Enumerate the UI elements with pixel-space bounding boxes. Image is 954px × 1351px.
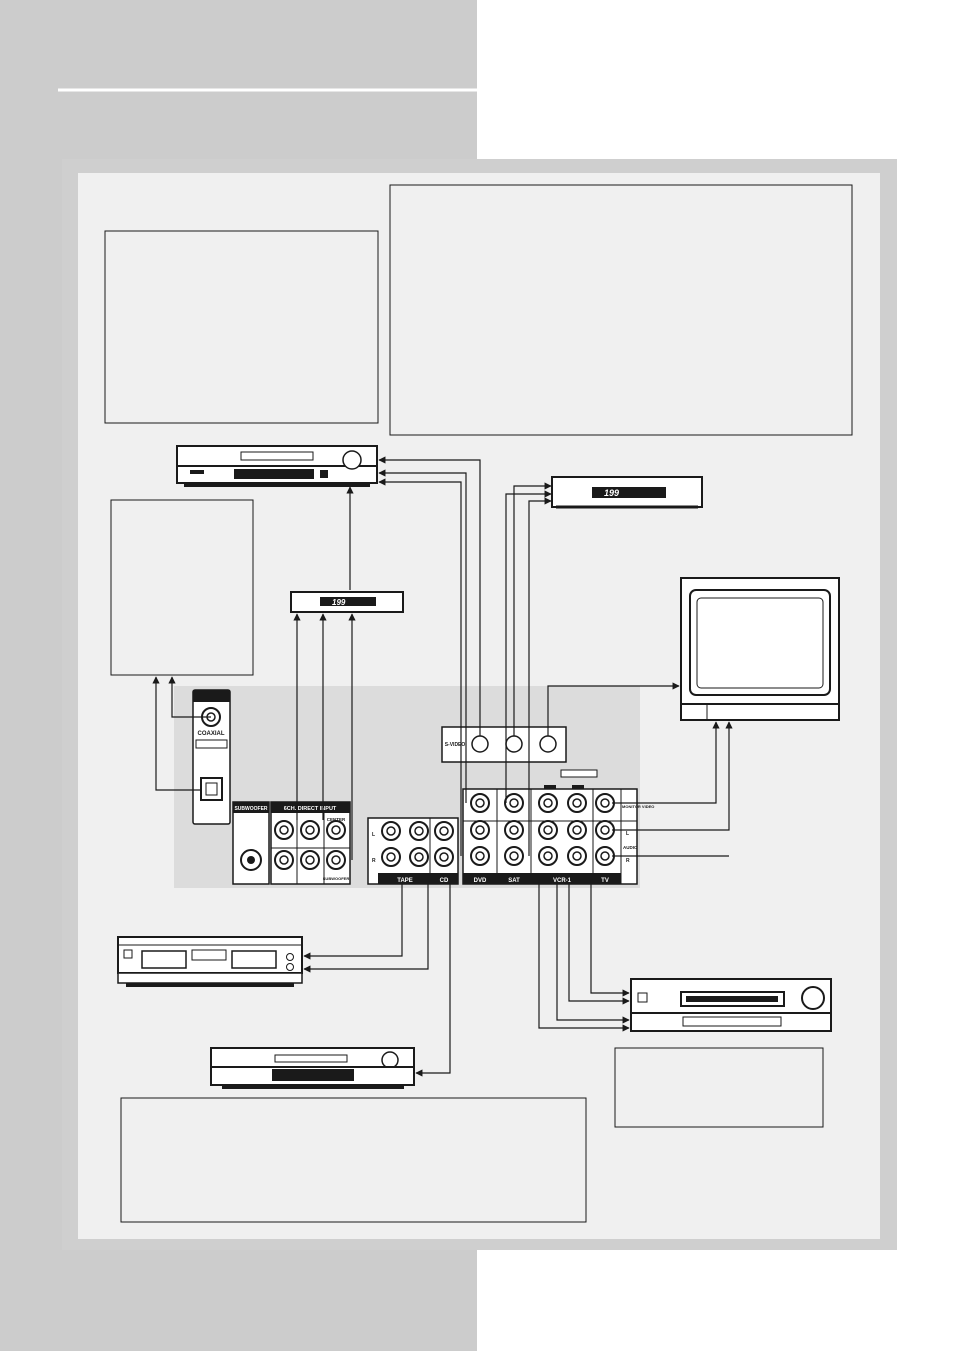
direct-input-header: 6CH. DIRECT INPUT	[284, 806, 337, 812]
direct-center-jack-center	[331, 825, 341, 835]
cassette-deck-icon	[117, 936, 303, 987]
coaxial-label: COAXIAL	[198, 731, 225, 737]
direct-sub-jack-center	[331, 855, 341, 865]
wire-dvd-audio	[378, 478, 462, 856]
tape-out-r-jack-center	[386, 852, 396, 862]
digital-out-block: COAXIAL	[192, 689, 231, 825]
cd-l-jack-center	[439, 826, 449, 836]
caption-box-bottom	[120, 1097, 587, 1223]
audio-r-label: R	[626, 858, 630, 864]
wire-vcr-4	[538, 884, 630, 1032]
wire-optical	[152, 676, 201, 791]
svideo-monitor-jack[interactable]	[539, 735, 557, 753]
tv-r-jack-center	[600, 851, 610, 861]
sat-label: SAT	[508, 878, 520, 884]
vcr-icon	[630, 978, 832, 1032]
caption-box-top-left	[104, 230, 379, 424]
dvd-r-jack-center	[475, 851, 485, 861]
direct-sl-jack-center	[279, 855, 289, 865]
satellite-receiver-mid-icon: 199	[290, 591, 404, 613]
vcr-out-l-jack-center	[543, 825, 553, 835]
svideo-block: S-VIDEO	[441, 726, 598, 778]
audio-label: AUDIO	[623, 845, 638, 850]
wire-vcr-3	[556, 884, 630, 1024]
tv-label: TV	[601, 878, 609, 884]
wire-coaxial	[168, 676, 211, 718]
direct-input-block: 6CH. DIRECT INPUT CENTER SUBWOOFER	[270, 801, 351, 885]
sat-video-jack-center	[509, 798, 519, 808]
tape-out-l-jack-center	[386, 826, 396, 836]
wire-tape-in	[303, 884, 429, 973]
av-inputs-block: DVD SAT VCR-1 TV MONITOR VIDEO AUDIO L R	[462, 785, 654, 885]
caption-box-mid-left	[110, 499, 254, 676]
svideo-dvd-jack[interactable]	[471, 735, 489, 753]
direct-sr-jack-center	[305, 855, 315, 865]
direct-fl-jack-center	[279, 825, 289, 835]
direct-subwoofer-label: SUBWOOFER	[323, 876, 350, 881]
audio-l-label: L	[626, 831, 629, 837]
sat-top-readout: 199	[604, 488, 619, 498]
television-icon	[680, 577, 840, 721]
subwoofer-label: SUBWOOFER	[234, 806, 267, 812]
dvd-player-icon	[176, 445, 378, 487]
wire-svideo-monitor	[547, 682, 680, 736]
monitor-label: MONITOR VIDEO	[622, 804, 654, 809]
svideo-label: S-VIDEO	[445, 742, 466, 748]
cd-label: CD	[440, 878, 449, 884]
cd-r-jack-center	[439, 852, 449, 862]
svideo-sat-jack[interactable]	[505, 735, 523, 753]
subwoofer-out-block: SUBWOOFER	[232, 801, 270, 885]
wire-monitor-video	[612, 721, 720, 804]
wire-vcr-1	[590, 884, 630, 997]
dvd-l-jack-center	[475, 825, 485, 835]
vcr-out-r-jack-center	[543, 851, 553, 861]
tape-in-r-jack-center	[414, 852, 424, 862]
wire-svideo-sat	[513, 482, 552, 736]
vcr-video-out-jack-center	[543, 798, 553, 808]
dvd-video-jack-center	[475, 798, 485, 808]
cd-player-icon	[210, 1047, 415, 1089]
monitor-video-jack-center	[600, 798, 610, 808]
wire-cd	[415, 884, 451, 1077]
wire-sat-audio	[528, 497, 552, 856]
center-label: CENTER	[327, 817, 346, 822]
sat-l-jack-center	[509, 825, 519, 835]
direct-fr-jack-center	[305, 825, 315, 835]
left-marker: L	[372, 832, 375, 838]
vcr-in-r-jack-center	[572, 851, 582, 861]
sat-mid-readout: 199	[332, 598, 346, 607]
sat-r-jack-center	[509, 851, 519, 861]
wire-tv-audio	[612, 721, 733, 831]
wire-vcr-2	[568, 884, 630, 1005]
connection-lines	[152, 456, 733, 1077]
caption-box-top-right	[389, 184, 853, 436]
tape-label: TAPE	[397, 878, 413, 884]
vcr1-label: VCR-1	[553, 878, 572, 884]
wire-tape-out	[303, 884, 403, 960]
caption-box-bottom-right	[614, 1047, 824, 1128]
satellite-receiver-top-icon: 199	[551, 476, 703, 509]
rca-jacks	[274, 793, 615, 870]
tape-in-l-jack-center	[414, 826, 424, 836]
dvd-label: DVD	[474, 878, 487, 884]
wire-svideo-dvd	[378, 456, 481, 736]
right-marker: R	[372, 858, 376, 864]
vcr-video-in-jack-center	[572, 798, 582, 808]
wire-sat-video	[505, 490, 552, 803]
wire-dvd-video	[378, 469, 467, 803]
vcr-in-l-jack-center	[572, 825, 582, 835]
tv-l-jack-center	[600, 825, 610, 835]
